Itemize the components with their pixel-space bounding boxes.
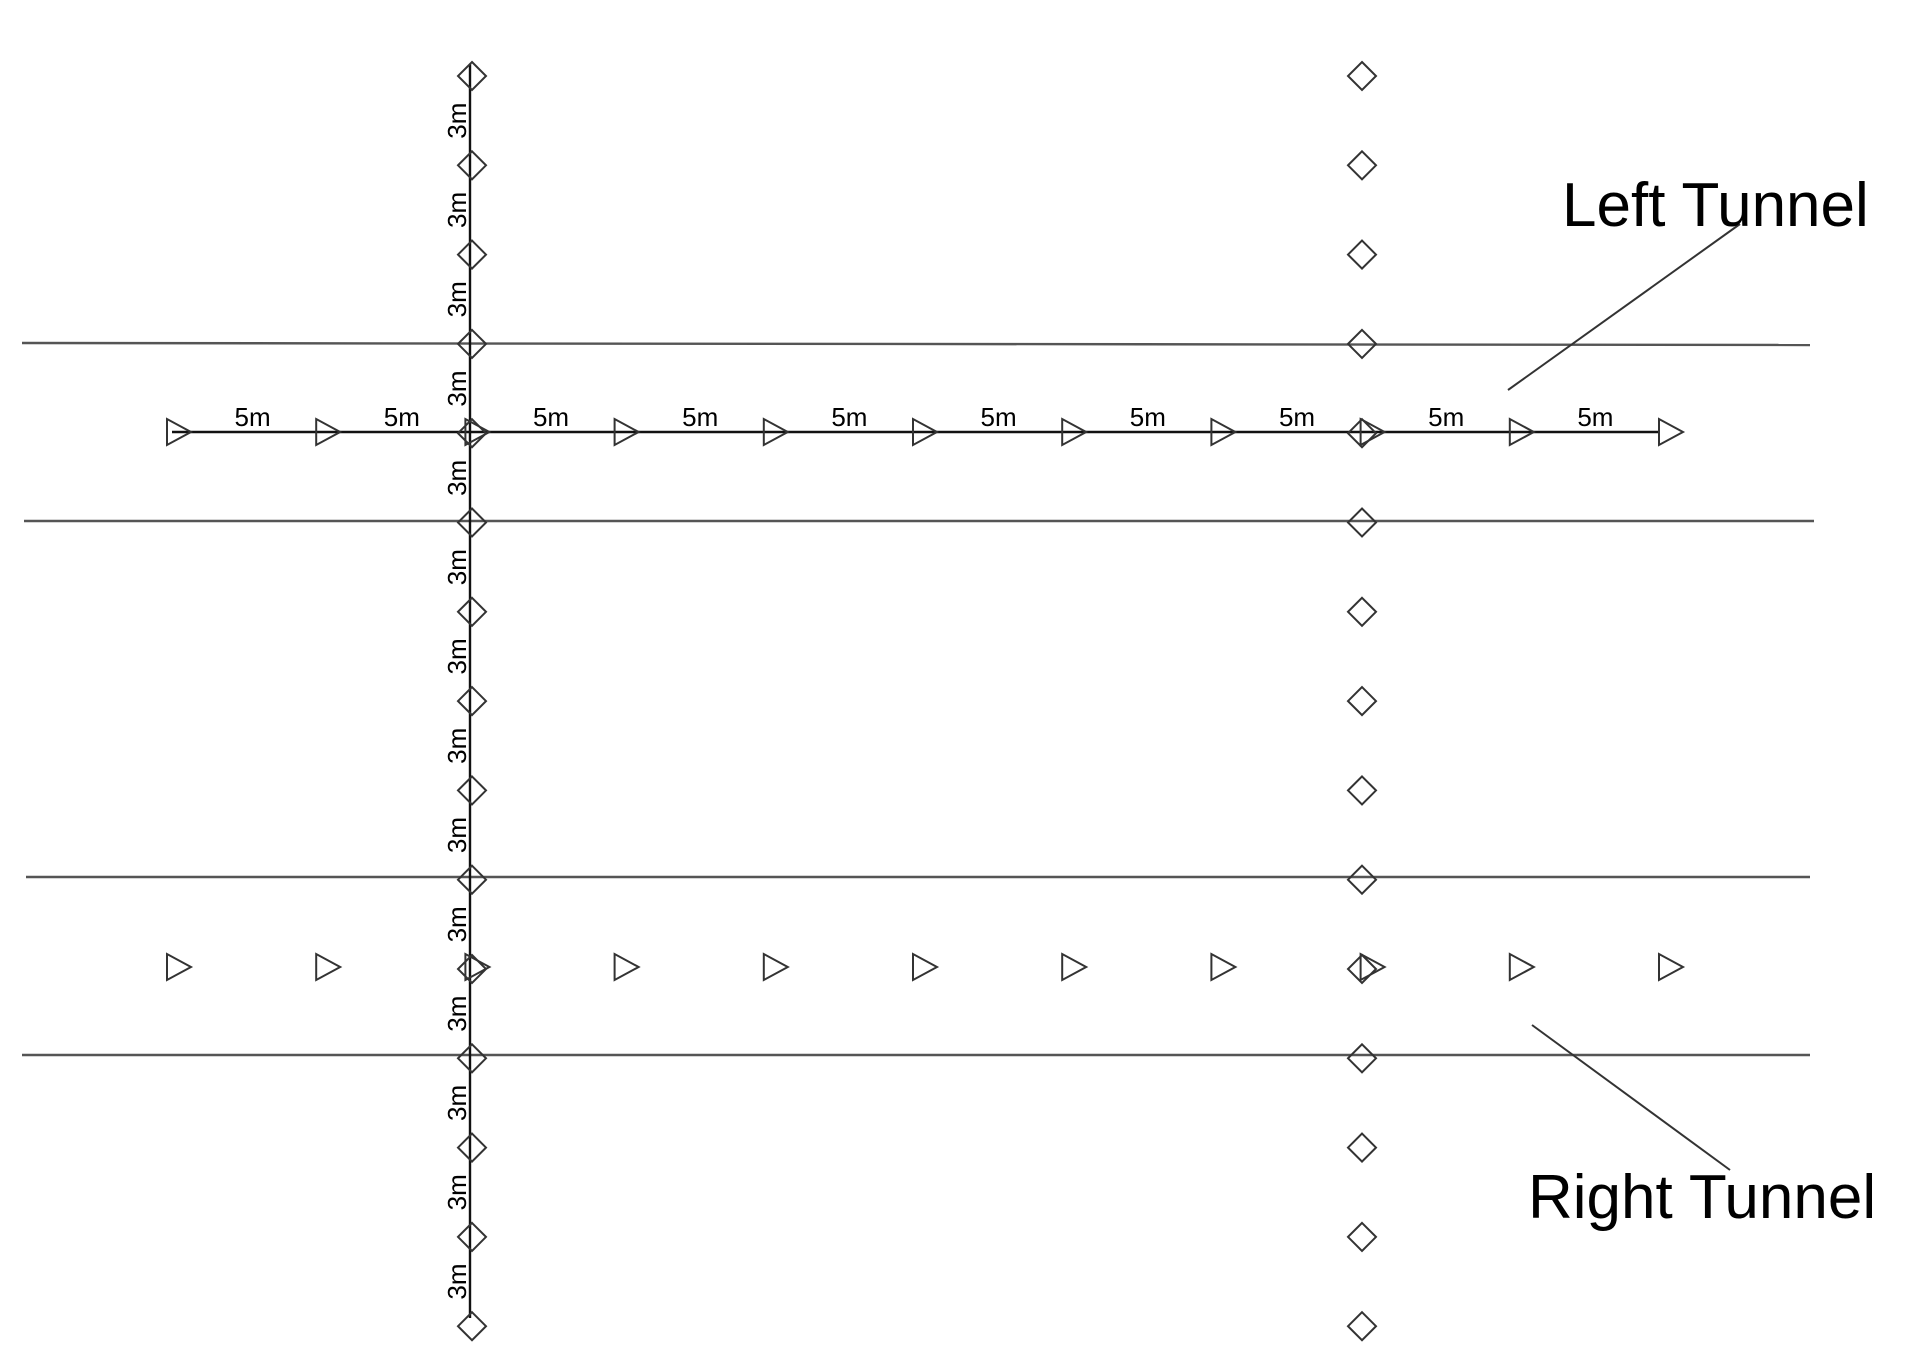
- left-tunnel-upper-wall: [21, 341, 1811, 347]
- triangle-marker: [762, 417, 790, 447]
- diamond-marker: [1346, 1132, 1378, 1164]
- spacing-label-3m: 3m: [442, 103, 472, 139]
- spacing-label-3m: 3m: [442, 1174, 472, 1210]
- spacing-label-3m: 3m: [442, 817, 472, 853]
- diamond-marker: [456, 328, 488, 360]
- diamond-marker: [1346, 60, 1378, 92]
- vertical-spacing-labels: 3m 3m 3m 3m 3m 3m 3m 3m 3m 3m 3m 3m 3m 3m: [442, 103, 472, 1300]
- diamond-marker: [1346, 149, 1378, 181]
- spacing-label-3m: 3m: [442, 192, 472, 228]
- spacing-label-5m: 5m: [1279, 402, 1315, 432]
- spacing-label-5m: 5m: [1130, 402, 1166, 432]
- spacing-label-3m: 3m: [442, 460, 472, 496]
- triangle-marker: [613, 952, 641, 982]
- triangle-marker: [315, 417, 343, 447]
- spacing-label-3m: 3m: [442, 638, 472, 674]
- diamond-marker: [456, 685, 488, 717]
- triangle-marker: [762, 952, 790, 982]
- spacing-label-5m: 5m: [533, 402, 569, 432]
- diamond-marker: [456, 774, 488, 806]
- diamond-marker: [456, 864, 488, 896]
- diamond-marker: [1346, 1042, 1378, 1074]
- horizontal-spacing-labels: 5m 5m 5m 5m 5m 5m 5m 5m 5m 5m: [235, 402, 1614, 432]
- spacing-label-5m: 5m: [831, 402, 867, 432]
- diamond-marker: [456, 1132, 488, 1164]
- diamond-marker: [1346, 328, 1378, 360]
- triangle-marker: [1508, 417, 1536, 447]
- spacing-label-5m: 5m: [981, 402, 1017, 432]
- spacing-label-5m: 5m: [384, 402, 420, 432]
- diamond-marker: [456, 60, 488, 92]
- triangle-marker: [613, 417, 641, 447]
- right-tunnel-leader: [1531, 1024, 1731, 1171]
- spacing-label-3m: 3m: [442, 996, 472, 1032]
- diamond-marker: [1346, 1310, 1378, 1342]
- diamond-marker: [1346, 953, 1378, 985]
- diamond-markers: [456, 60, 1378, 1342]
- diamond-marker: [1346, 507, 1378, 538]
- triangle-marker: [315, 952, 343, 982]
- diamond-marker: [456, 1221, 488, 1253]
- spacing-label-3m: 3m: [442, 1085, 472, 1121]
- diamond-marker: [1346, 685, 1378, 717]
- diamond-marker: [1346, 1221, 1378, 1253]
- triangle-marker: [1508, 952, 1536, 982]
- triangle-marker: [1210, 417, 1238, 447]
- spacing-label-5m: 5m: [1428, 402, 1464, 432]
- diamond-marker: [1346, 417, 1378, 449]
- diamond-marker: [456, 507, 488, 538]
- diamond-marker: [456, 953, 488, 985]
- diamond-marker: [456, 1310, 488, 1342]
- triangle-marker: [912, 417, 940, 447]
- diamond-marker: [1346, 774, 1378, 806]
- diamond-marker: [456, 1042, 488, 1074]
- measurement-axes: [172, 64, 1660, 1318]
- diamond-marker: [1346, 864, 1378, 896]
- tunnel-boundaries: [21, 341, 1814, 1057]
- triangle-marker: [912, 952, 940, 982]
- spacing-label-3m: 3m: [442, 728, 472, 764]
- left-tunnel-leader: [1507, 223, 1741, 391]
- spacing-label-3m: 3m: [442, 370, 472, 406]
- diamond-marker: [456, 417, 488, 449]
- triangle-marker: [1210, 952, 1238, 982]
- spacing-label-5m: 5m: [682, 402, 718, 432]
- diamond-marker: [1346, 239, 1378, 271]
- right-tunnel-label: Right Tunnel: [1528, 1163, 1876, 1232]
- spacing-label-3m: 3m: [442, 281, 472, 317]
- diamond-marker: [456, 239, 488, 271]
- triangle-marker: [1061, 417, 1089, 447]
- spacing-label-3m: 3m: [442, 1263, 472, 1299]
- diamond-marker: [1346, 596, 1378, 628]
- triangle-marker: [1061, 952, 1089, 982]
- spacing-label-3m: 3m: [442, 549, 472, 585]
- spacing-label-5m: 5m: [1577, 402, 1613, 432]
- triangle-marker: [166, 417, 194, 447]
- triangle-marker: [1658, 417, 1686, 447]
- triangle-markers: [166, 417, 1686, 982]
- triangle-marker: [1359, 417, 1387, 447]
- spacing-label-3m: 3m: [442, 906, 472, 942]
- diamond-marker: [456, 596, 488, 628]
- diamond-marker: [456, 149, 488, 181]
- triangle-marker: [1658, 952, 1686, 982]
- spacing-label-5m: 5m: [235, 402, 271, 432]
- triangle-marker: [166, 952, 194, 982]
- callout-leaders: [1507, 223, 1741, 1171]
- left-tunnel-label: Left Tunnel: [1562, 171, 1869, 240]
